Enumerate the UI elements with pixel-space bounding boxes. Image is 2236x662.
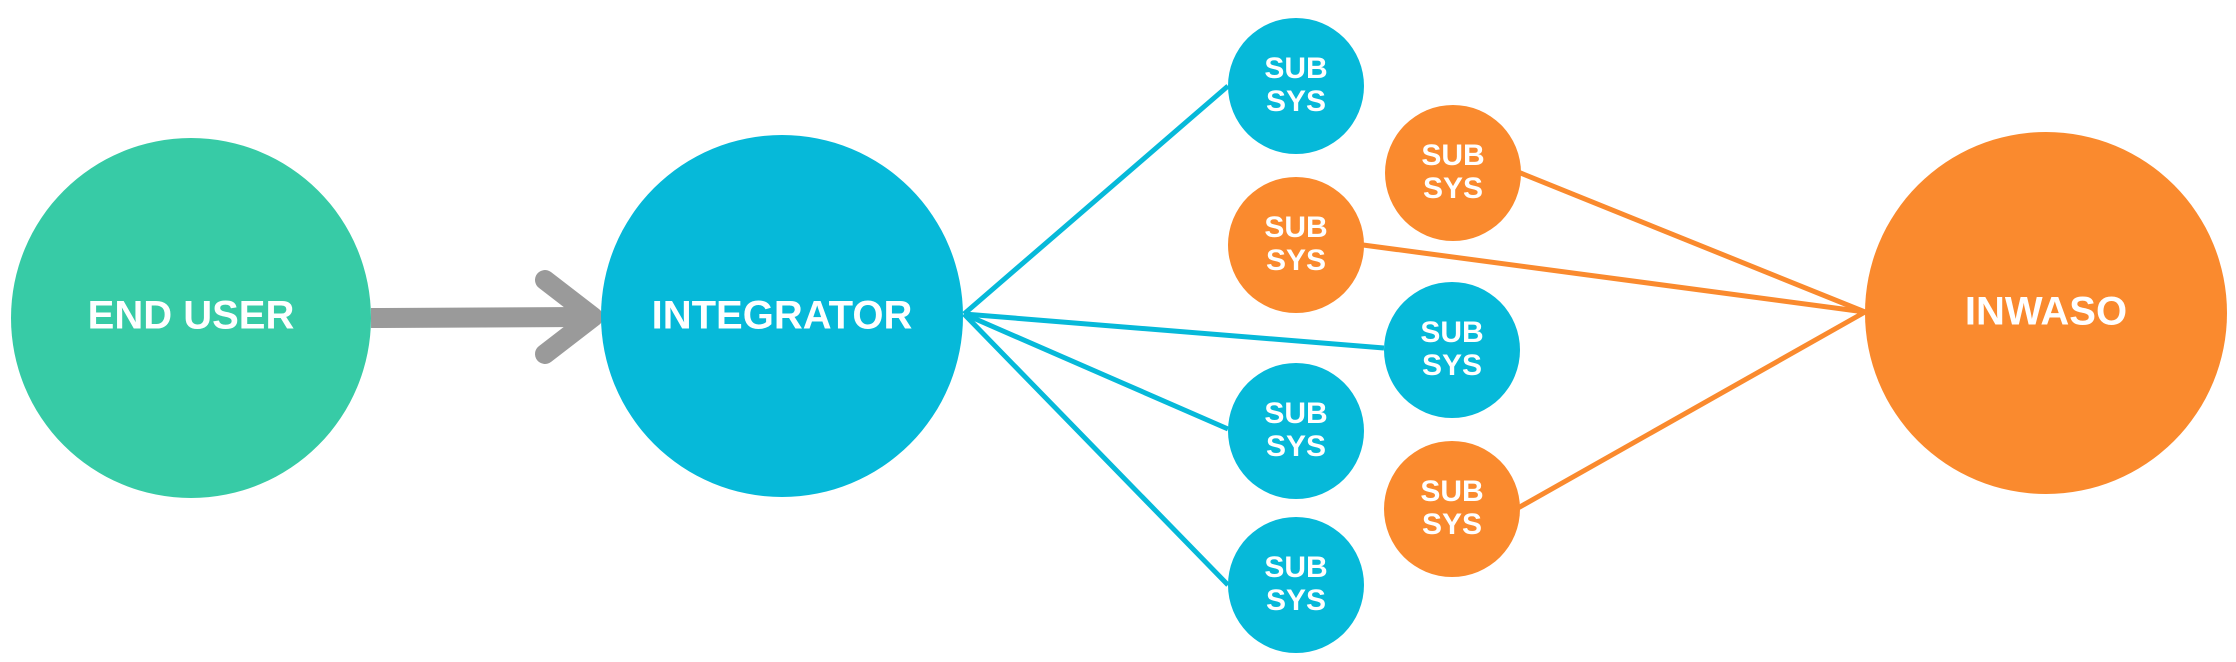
subsystem-circle [1228, 18, 1364, 154]
subsystem-label-line2: SYS [1266, 430, 1326, 463]
inwaso-label: INWASO [1965, 290, 2127, 334]
node-integrator: INTEGRATOR [601, 135, 963, 497]
connector-integrator-subsys-5 [963, 311, 1229, 432]
subsystem-label-line1: SUB [1264, 397, 1327, 430]
subsystem-label-line2: SYS [1423, 172, 1483, 205]
subsystem-label-line1: SUB [1264, 211, 1327, 244]
subsystem-label-line2: SYS [1266, 584, 1326, 617]
subsystem-circle [1385, 105, 1521, 241]
subsystem-node: SUB SYS [1228, 517, 1364, 653]
subsystem-label-line1: SUB [1421, 139, 1484, 172]
flow-arrow [370, 270, 603, 364]
connector-integrator-subsys-7 [962, 312, 1230, 587]
arrow-head [535, 270, 603, 364]
connector-inwaso-subsys-3 [1362, 242, 1866, 315]
connector-integrator-subsys-1 [962, 84, 1230, 316]
subsystem-circle [1228, 363, 1364, 499]
subsystem-circle [1384, 282, 1520, 418]
integrator-circle [601, 135, 963, 497]
subsystem-label-line1: SUB [1420, 475, 1483, 508]
subsystem-node: SUB SYS [1228, 177, 1364, 313]
node-end-user: END USER [11, 138, 371, 498]
subsystem-node: SUB SYS [1228, 18, 1364, 154]
subsystem-label-line2: SYS [1266, 244, 1326, 277]
connectors [962, 84, 1867, 587]
arrow-shaft [370, 307, 583, 328]
subsystem-node: SUB SYS [1385, 105, 1521, 241]
subsystem-label-line2: SYS [1266, 85, 1326, 118]
subsystem-node: SUB SYS [1228, 363, 1364, 499]
connector-integrator-subsys-4 [963, 311, 1385, 351]
end-user-label: END USER [88, 294, 295, 338]
subsystem-label-line1: SUB [1264, 551, 1327, 584]
subsystem-node: SUB SYS [1384, 282, 1520, 418]
subsystem-label-line2: SYS [1422, 508, 1482, 541]
inwaso-circle [1865, 132, 2227, 494]
subsystem-circle [1228, 177, 1364, 313]
connector-inwaso-subsys-6 [1516, 309, 1867, 511]
subsystem-node: SUB SYS [1384, 441, 1520, 577]
integrator-label: INTEGRATOR [652, 294, 913, 338]
connector-inwaso-subsys-2 [1517, 169, 1866, 315]
node-inwaso: INWASO [1865, 132, 2227, 494]
subsystem-label-line1: SUB [1420, 316, 1483, 349]
subsystem-label-line2: SYS [1422, 349, 1482, 382]
subsystem-label-line1: SUB [1264, 52, 1327, 85]
subsystem-circle [1228, 517, 1364, 653]
subsystem-circle [1384, 441, 1520, 577]
end-user-circle [11, 138, 371, 498]
